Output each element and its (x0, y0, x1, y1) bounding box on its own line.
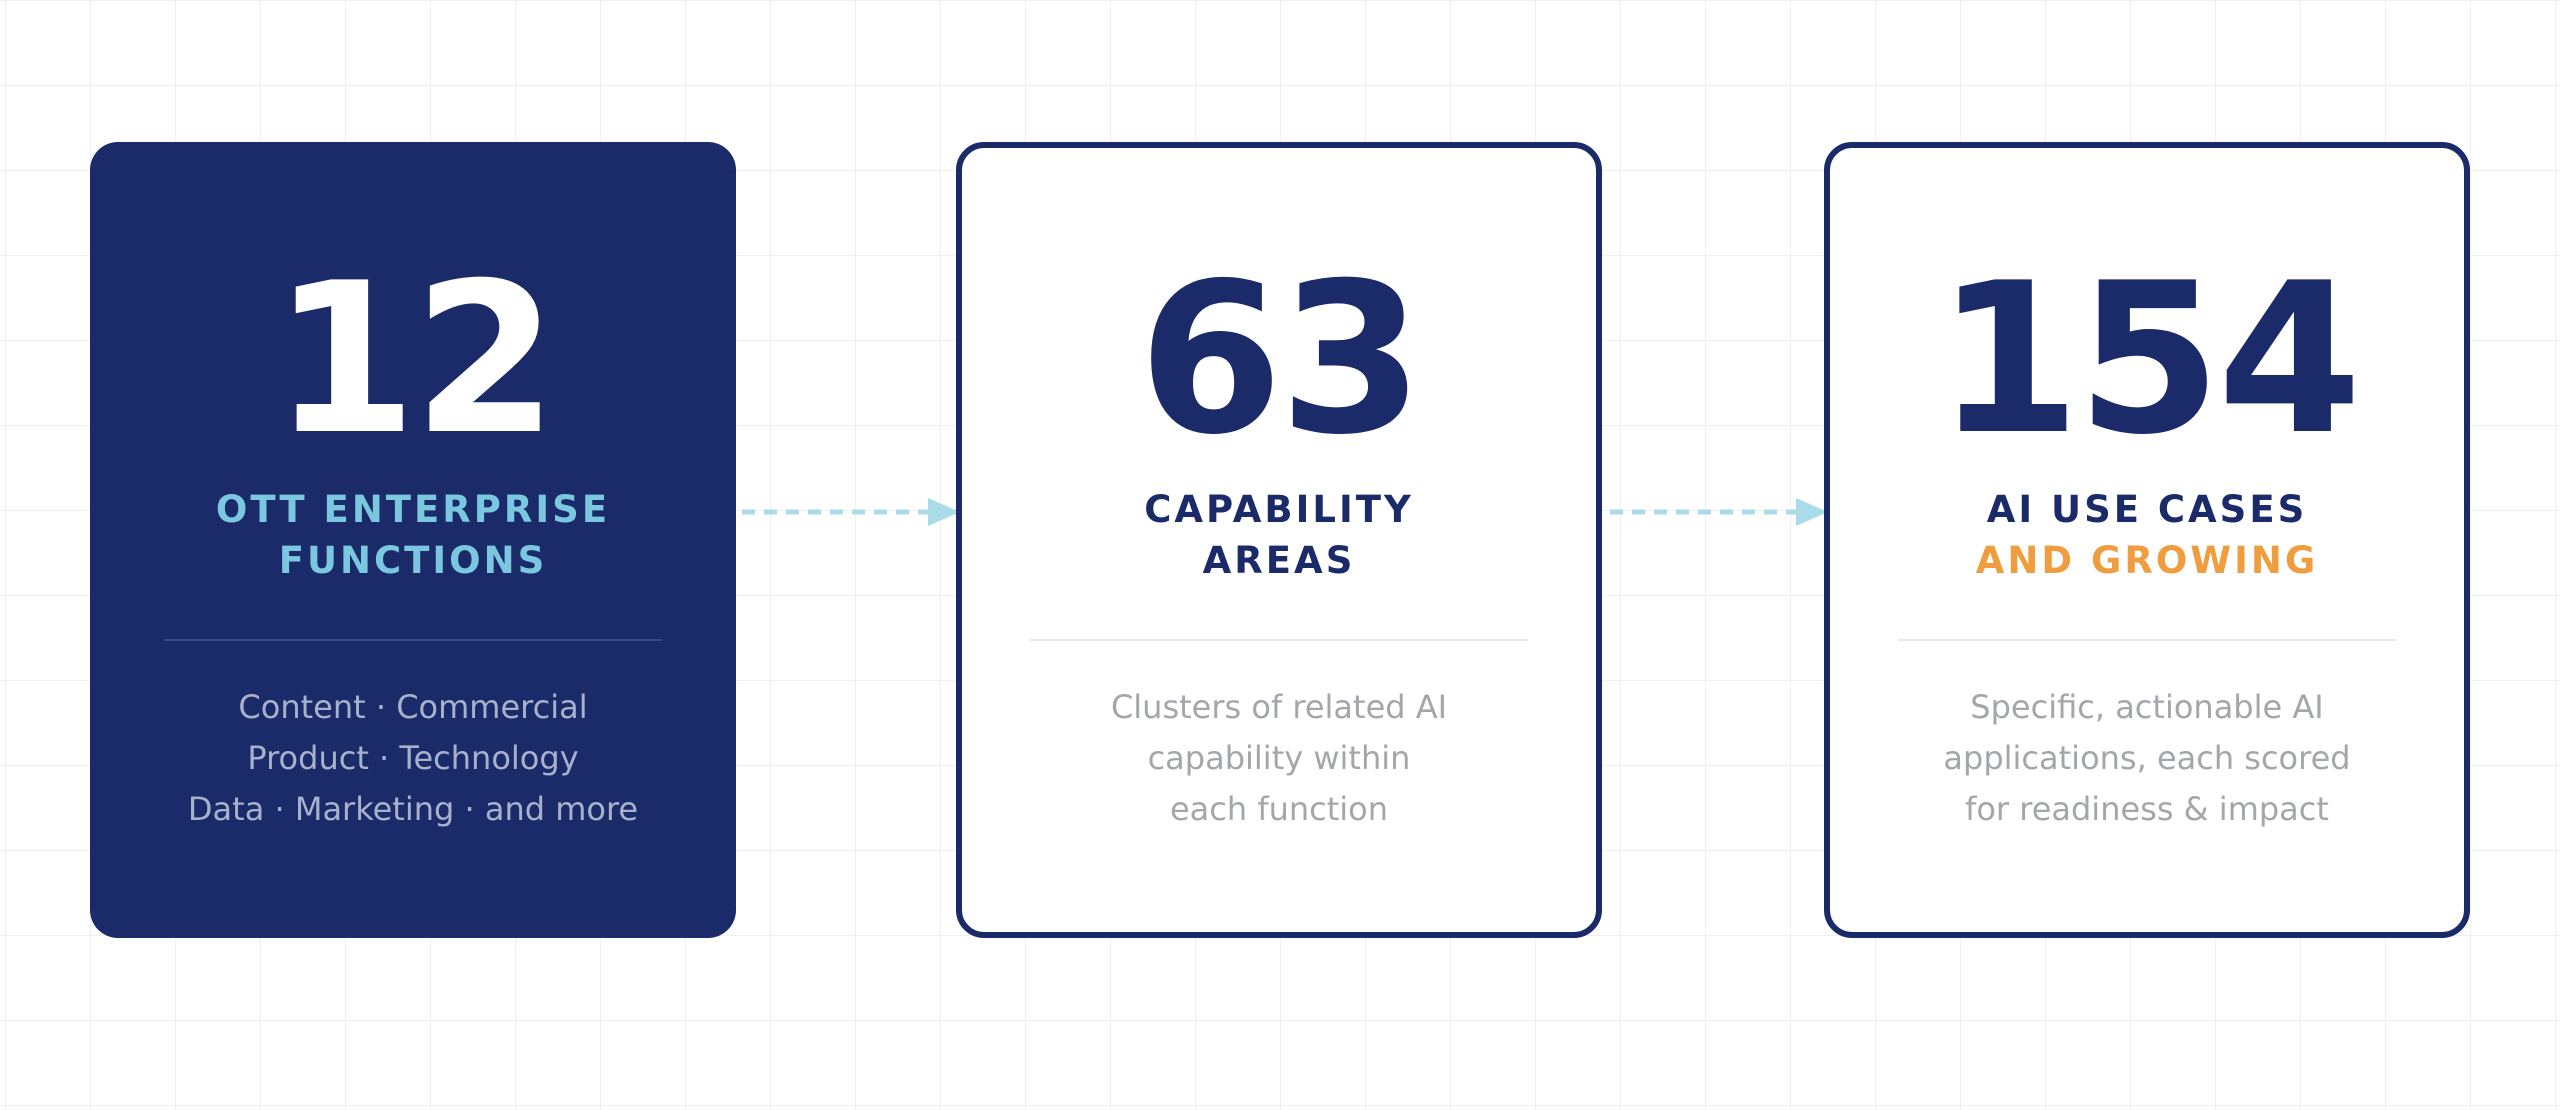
use-cases-description: Specific, actionable AI applications, ea… (1830, 682, 2464, 835)
card-ott-enterprise-functions: 12 OTT ENTERPRISE FUNCTIONS Content · Co… (90, 142, 736, 938)
dashed-arrow-right-icon (1610, 498, 1828, 526)
capability-label-line-2: AREAS (1202, 539, 1356, 582)
card-divider (1898, 639, 2396, 641)
card-divider (164, 639, 662, 641)
card-divider (1030, 639, 1528, 641)
capability-description-line-2: capability within (1147, 739, 1411, 777)
functions-description-line-2: Product · Technology (247, 739, 579, 777)
functions-description: Content · Commercial Product · Technolog… (90, 682, 736, 835)
functions-description-line-3: Data · Marketing · and more (187, 790, 639, 828)
capability-description-line-1: Clusters of related AI (1110, 688, 1448, 726)
use-cases-description-line-1: Specific, actionable AI (1970, 688, 2324, 726)
use-cases-count: 154 (1935, 239, 2362, 481)
dashed-arrow-right-icon (742, 498, 960, 526)
use-cases-label-line-2: AND GROWING (1975, 539, 2319, 582)
use-cases-label-line-1: AI USE CASES (1986, 488, 2308, 531)
capability-label: CAPABILITY AREAS (962, 484, 1596, 586)
functions-count: 12 (272, 239, 557, 481)
functions-description-line-1: Content · Commercial (238, 688, 588, 726)
use-cases-description-line-2: applications, each scored (1943, 739, 2351, 777)
capability-description-line-3: each function (1169, 790, 1389, 828)
functions-label-line-1: OTT ENTERPRISE (215, 488, 611, 531)
use-cases-description-line-3: for readiness & impact (1965, 790, 2329, 828)
capability-label-line-1: CAPABILITY (1144, 488, 1414, 531)
card-ai-use-cases: 154 AI USE CASES AND GROWING Specific, a… (1824, 142, 2470, 938)
functions-label: OTT ENTERPRISE FUNCTIONS (90, 484, 736, 586)
functions-label-line-2: FUNCTIONS (278, 539, 548, 582)
card-capability-areas: 63 CAPABILITY AREAS Clusters of related … (956, 142, 1602, 938)
capability-description: Clusters of related AI capability within… (962, 682, 1596, 835)
use-cases-label: AI USE CASES AND GROWING (1830, 484, 2464, 586)
capability-count: 63 (1138, 239, 1423, 481)
